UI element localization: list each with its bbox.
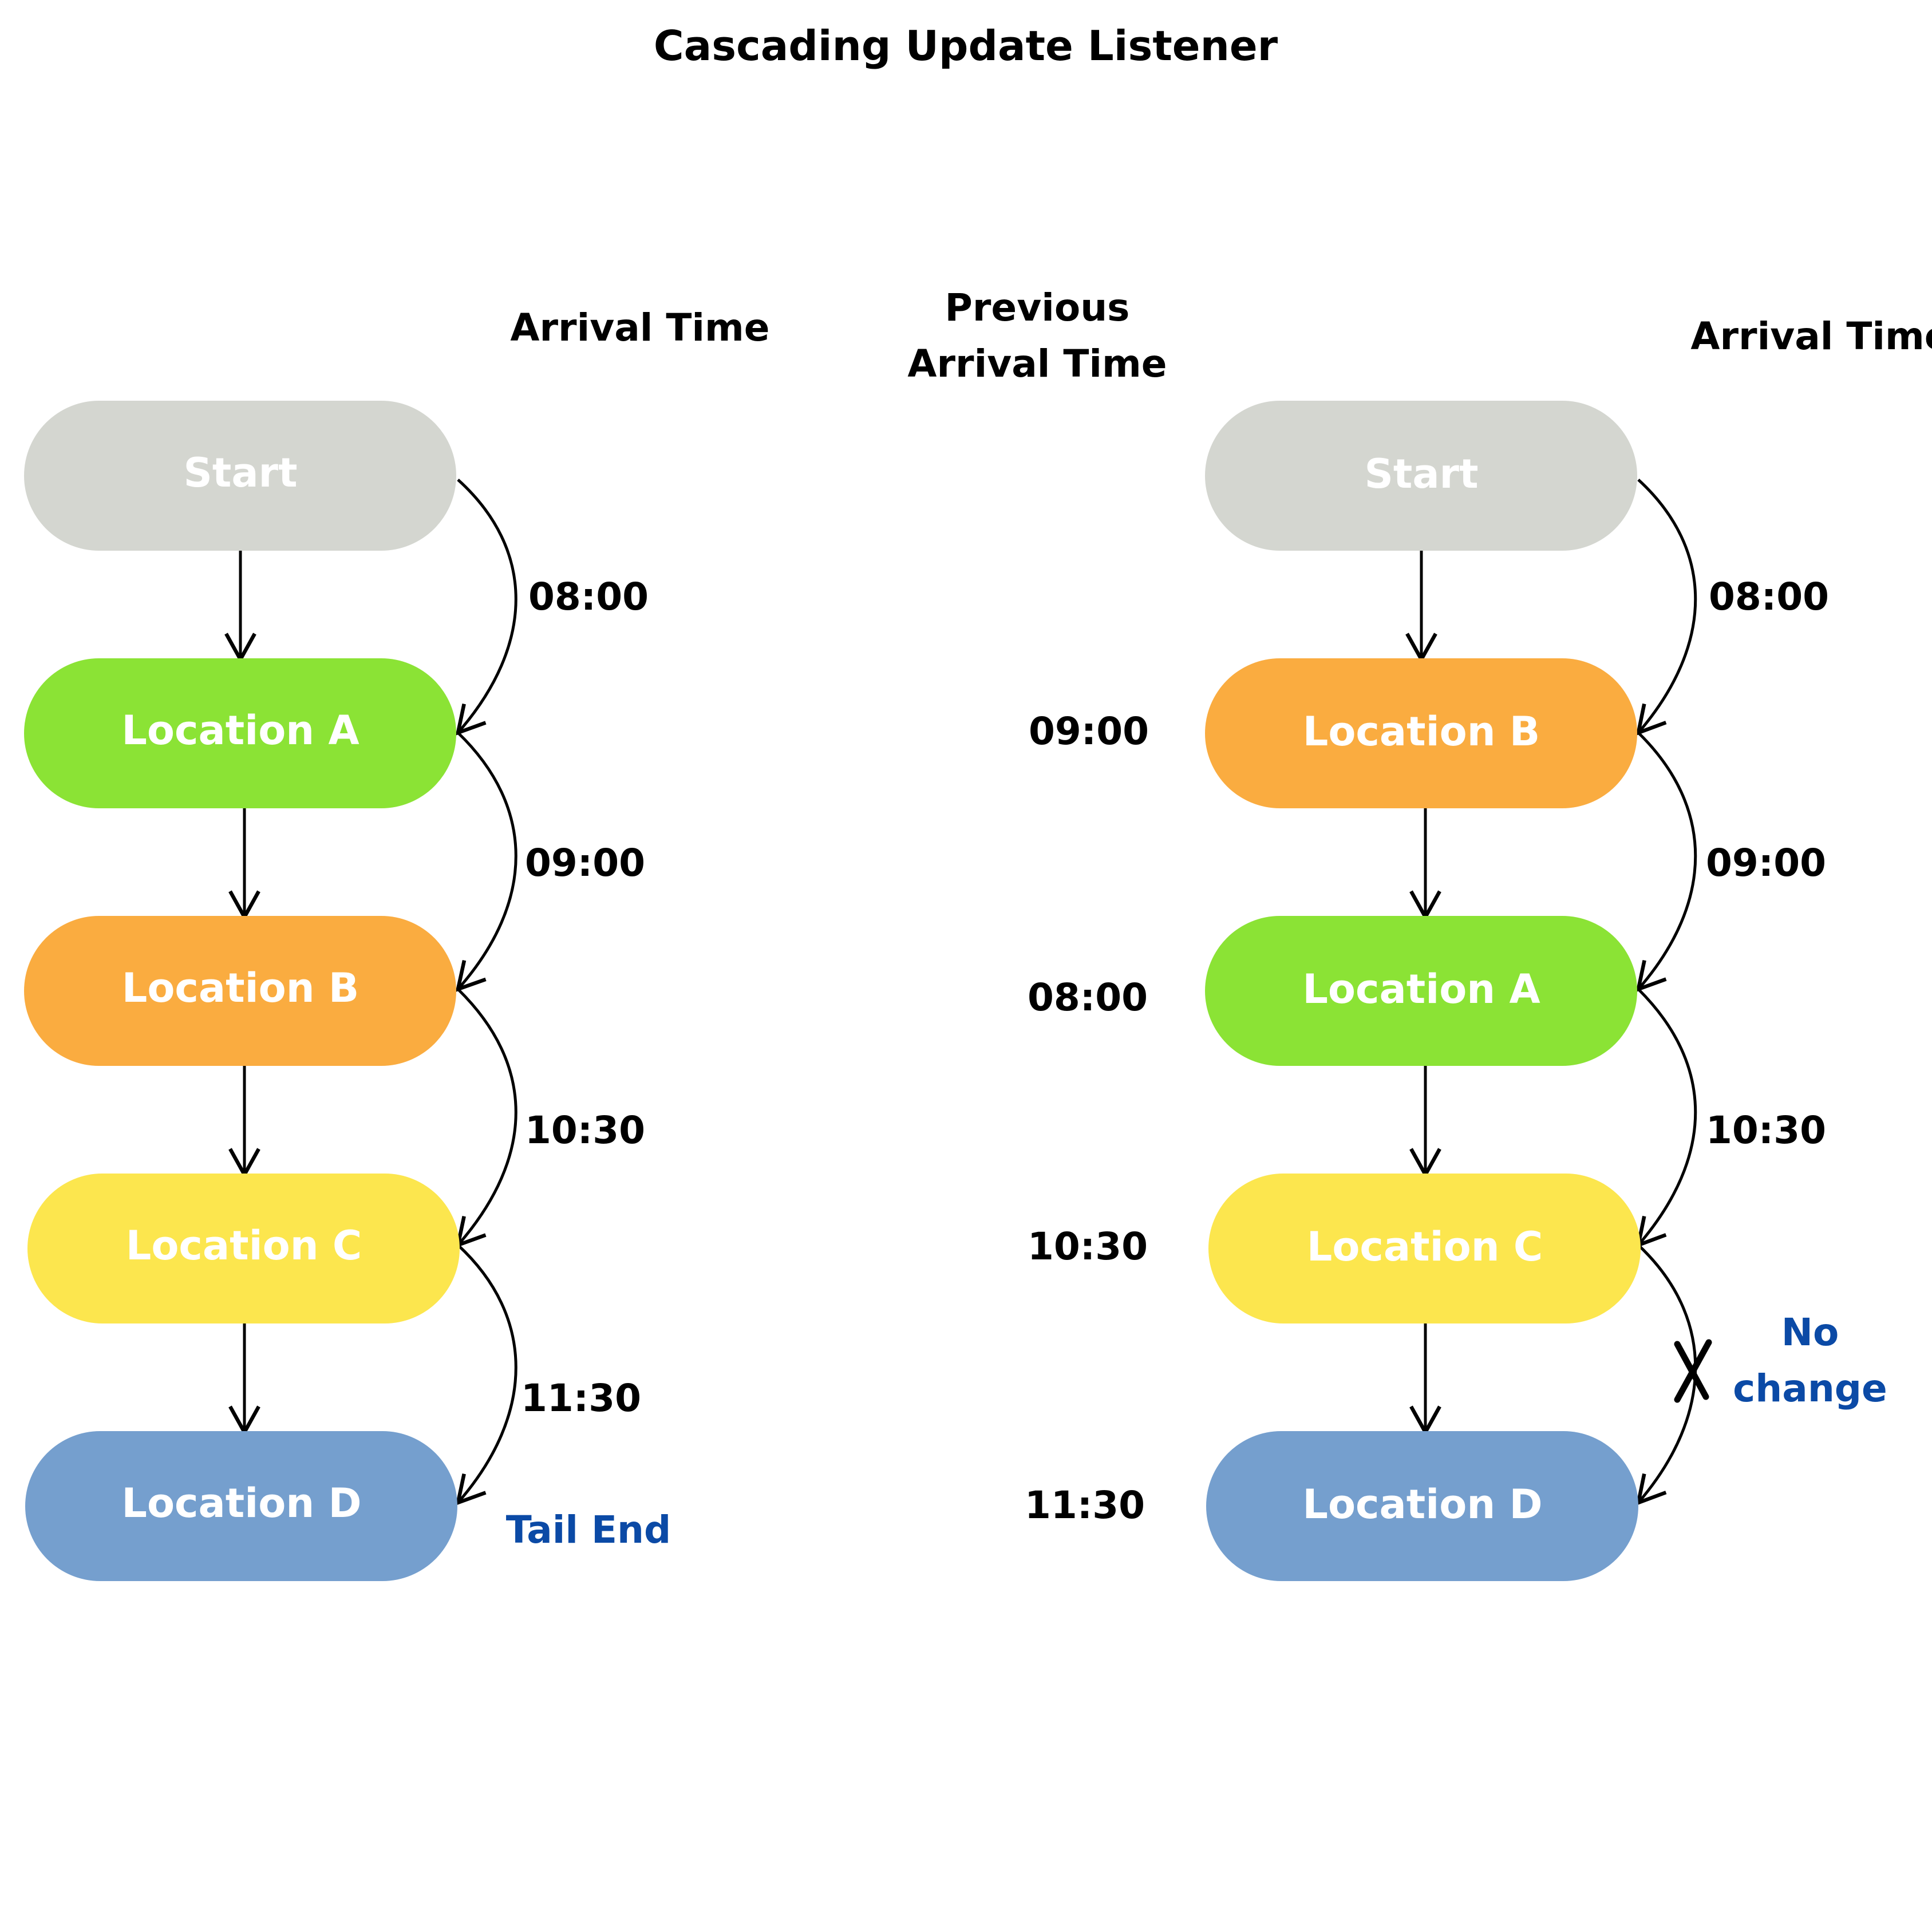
right-arrival-header: Arrival Time [1690,314,1932,358]
right-curve-b-to-a [1635,732,1697,993]
left-arrival-header: Arrival Time [510,306,769,350]
right-curve-a-to-c [1635,988,1697,1249]
right-node-location-b: Location B [1205,658,1637,808]
right-arrival-time-2: 09:00 [1706,841,1826,885]
right-node-location-c-label: Location C [1307,1223,1543,1270]
left-curve-a-to-b [455,732,517,993]
left-node-location-d-label: Location D [121,1480,361,1527]
left-node-location-a: Location A [24,658,456,808]
no-change-label-line2: change [1733,1366,1887,1411]
left-node-location-b: Location B [24,916,456,1066]
right-previous-time-4: 11:30 [1025,1483,1145,1527]
no-change-x-mark [1674,1339,1712,1403]
right-arrival-time-3: 10:30 [1706,1108,1826,1152]
right-previous-header-line2: Arrival Time [907,342,1167,386]
right-arrival-time-1: 08:00 [1709,575,1829,619]
left-arrival-time-2: 09:00 [525,841,645,885]
diagram-title: Cascading Update Listener [654,22,1278,70]
no-change-label-line1: No [1781,1310,1839,1354]
left-curve-b-to-c [455,988,517,1249]
left-node-location-b-label: Location B [122,965,359,1012]
left-node-start-label: Start [183,449,297,496]
right-node-location-d-label: Location D [1302,1481,1542,1528]
left-arrival-time-4: 11:30 [521,1376,641,1420]
right-node-location-b-label: Location B [1303,708,1540,755]
left-arrival-time-3: 10:30 [525,1108,645,1152]
right-node-start: Start [1205,401,1637,551]
left-node-location-a-label: Location A [121,707,359,754]
right-node-location-a: Location A [1205,916,1637,1066]
left-node-location-c-label: Location C [126,1222,362,1269]
right-previous-header-line1: Previous [945,286,1130,330]
right-curve-c-to-d [1635,1244,1697,1506]
left-curve-start-to-a [455,479,517,736]
right-previous-time-1: 09:00 [1029,709,1149,753]
right-curve-start-to-b [1635,479,1697,736]
left-node-location-c: Location C [27,1174,460,1323]
right-node-location-c: Location C [1208,1174,1641,1323]
left-node-start: Start [24,401,456,551]
left-node-location-d: Location D [25,1431,457,1581]
left-tail-end-label: Tail End [506,1508,671,1552]
right-node-location-d: Location D [1206,1431,1638,1581]
left-arrival-time-1: 08:00 [528,575,649,619]
right-previous-time-2: 08:00 [1028,975,1148,1020]
right-previous-time-3: 10:30 [1028,1224,1148,1269]
left-curve-c-to-d [455,1244,517,1506]
right-node-start-label: Start [1364,451,1478,497]
right-node-location-a-label: Location A [1302,966,1540,1013]
